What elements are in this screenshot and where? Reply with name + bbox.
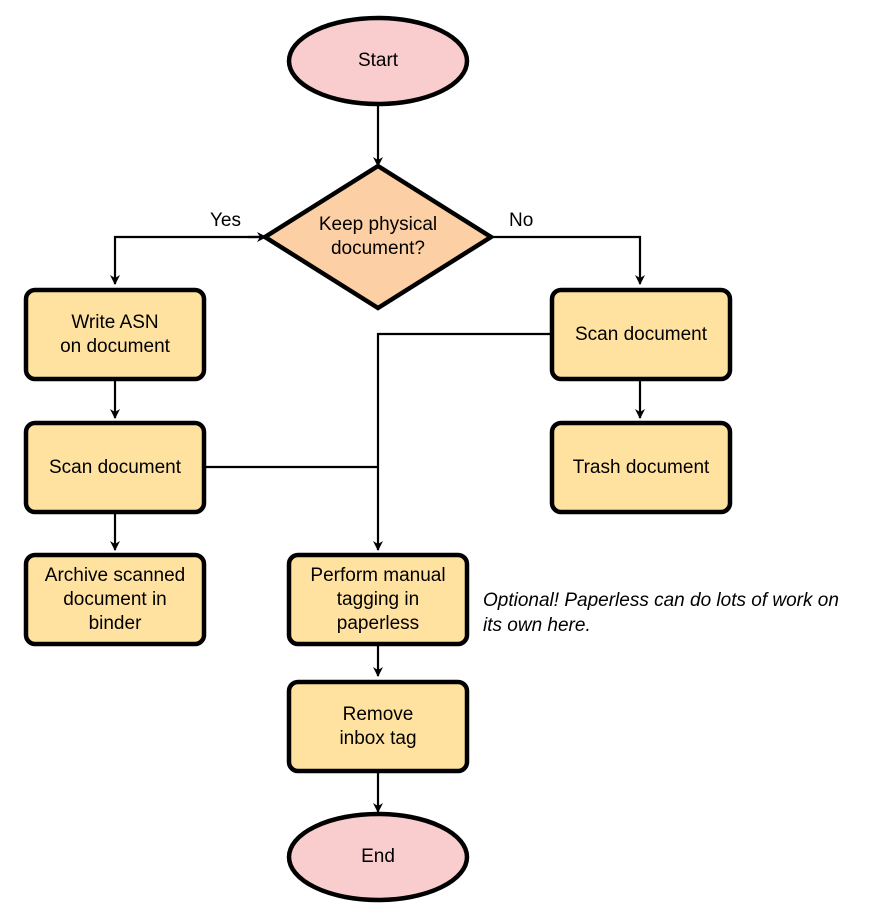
node-scan-left-shape[interactable] [23,420,207,515]
node-end-shape[interactable] [286,811,470,903]
edge-label-no: No [509,210,534,231]
edge-decision-no-to-scan-right [491,235,645,285]
node-archive-shape[interactable] [23,552,207,647]
node-remove-inbox-shape[interactable] [286,679,470,774]
edge-label-yes: Yes [210,210,241,231]
edge-decision-yes-to-write-asn [110,235,265,285]
edge-scan-right-to-manual-tagging [373,332,552,551]
optional-note: Optional! Paperless can do lots of work … [483,590,839,636]
node-scan-right-shape[interactable] [549,287,733,382]
node-decision-shape[interactable] [260,163,496,311]
node-write-asn-shape[interactable] [23,287,207,382]
node-trash-shape[interactable] [549,420,733,515]
node-start-shape[interactable] [286,15,470,107]
node-manual-tagging-shape[interactable] [286,552,470,647]
